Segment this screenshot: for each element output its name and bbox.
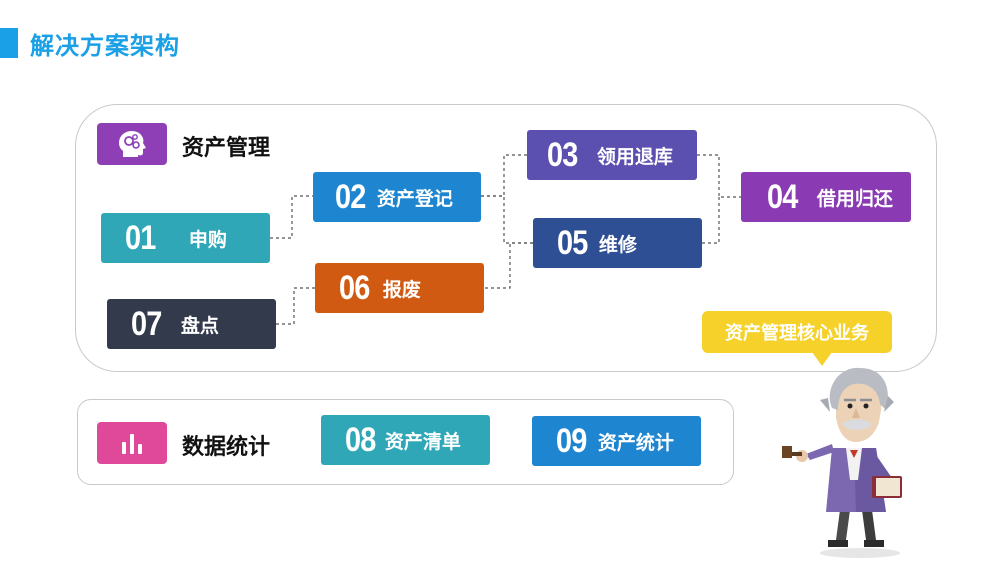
step-number: 06 — [339, 268, 370, 307]
step-number: 03 — [547, 135, 578, 174]
step-label: 盘点 — [180, 314, 219, 337]
step-04-borrow-return[interactable]: 04 借用归还 — [741, 172, 911, 222]
asset-section-title: 资产管理 — [182, 136, 271, 161]
step-label: 借用归还 — [816, 187, 893, 210]
step-02-register[interactable]: 02 资产登记 — [313, 172, 481, 222]
stats-08-asset-list[interactable]: 08 资产清单 — [321, 415, 490, 465]
step-label: 资产统计 — [597, 431, 674, 454]
brain-head-icon — [97, 123, 167, 165]
step-label: 维修 — [598, 233, 637, 256]
step-03-checkout-return[interactable]: 03 领用退库 — [527, 130, 697, 180]
step-number: 05 — [557, 223, 588, 262]
core-business-tag: 资产管理核心业务 — [702, 311, 892, 353]
page-title: 解决方案架构 — [30, 32, 180, 60]
step-number: 01 — [125, 218, 156, 257]
step-label: 领用退库 — [596, 145, 673, 168]
step-number: 04 — [767, 177, 798, 216]
step-05-repair[interactable]: 05 维修 — [533, 218, 702, 268]
step-label: 报废 — [382, 278, 421, 301]
step-number: 02 — [335, 177, 366, 216]
stats-09-asset-statistics[interactable]: 09 资产统计 — [532, 416, 701, 466]
step-label: 资产登记 — [376, 187, 453, 210]
stats-section-title: 数据统计 — [182, 435, 271, 460]
professor-illustration — [782, 367, 902, 558]
bar-chart-icon — [97, 422, 167, 464]
step-number: 07 — [131, 304, 162, 343]
step-number: 08 — [345, 420, 376, 459]
core-tag-pointer — [812, 352, 832, 366]
step-label: 资产清单 — [384, 430, 461, 453]
title-accent-bar — [0, 28, 18, 58]
step-07-inventory[interactable]: 07 盘点 — [107, 299, 276, 349]
step-number: 09 — [556, 421, 587, 460]
step-06-scrap[interactable]: 06 报废 — [315, 263, 484, 313]
step-label: 申购 — [188, 228, 227, 251]
step-01-apply[interactable]: 01 申购 — [101, 213, 270, 263]
